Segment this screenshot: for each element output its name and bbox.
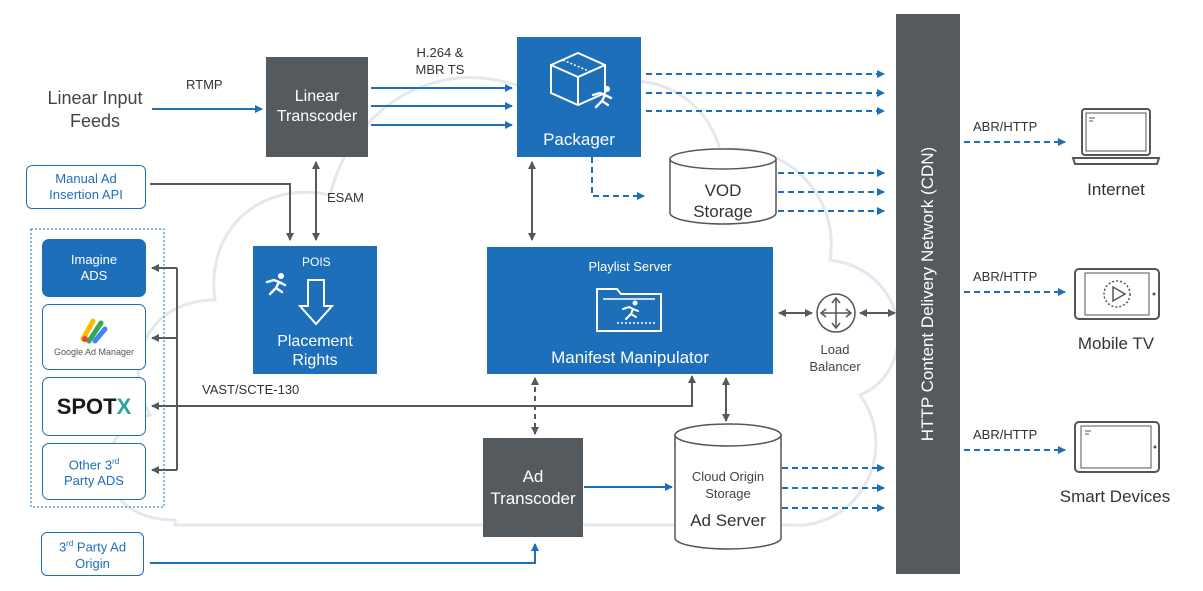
linear-input-feeds-label: Linear Input Feeds [47, 88, 143, 131]
internet-label: Internet [1087, 180, 1145, 199]
google-ad-manager-label: Google Ad Manager [53, 347, 135, 357]
other-3rd-party-ads-card: Other 3rd Party ADS [42, 443, 146, 500]
abr-http-label-internet: ABR/HTTP [973, 119, 1038, 134]
load-balancer-label: Load Balancer [809, 342, 861, 374]
h264-label: H.264 & MBR TS [415, 45, 465, 77]
third-party-ad-origin-box: 3rd Party Ad Origin [41, 532, 144, 576]
manifest-manipulator-label: Manifest Manipulator [551, 348, 709, 367]
ad-server-cylinder [674, 423, 782, 550]
smart-devices-label: Smart Devices [1059, 487, 1171, 506]
runner-icon [265, 273, 287, 296]
crosshair-arrows-icon [816, 293, 856, 333]
spotx-logo-text: SPOT [56, 393, 117, 419]
abr-http-label-mobile: ABR/HTTP [973, 269, 1038, 284]
down-arrow-icon [298, 279, 334, 326]
esam-label: ESAM [327, 190, 364, 205]
cdn-label: HTTP Content Delivery Network (CDN) [918, 146, 937, 442]
linear-transcoder-box: Linear Transcoder [266, 57, 368, 157]
tablet-play-icon [1074, 268, 1160, 320]
packager-box: Packager [517, 37, 641, 157]
ads-group-border [30, 228, 165, 508]
vast-scte-label: VAST/SCTE-130 [202, 382, 300, 397]
manifest-manipulator-box: Playlist Server Manifest Manipulator [487, 247, 773, 374]
spotx-logo-x: X [116, 393, 132, 419]
cdn-bar: HTTP Content Delivery Network (CDN) [896, 14, 960, 574]
pois-box: POIS Placement Rights [253, 246, 377, 374]
vod-storage-cylinder [669, 148, 777, 225]
cloud-origin-storage-label: Cloud Origin Storage [691, 469, 765, 501]
playlist-server-label: Playlist Server [588, 259, 672, 274]
laptop-icon [1071, 108, 1161, 165]
abr-http-label-smart: ABR/HTTP [973, 427, 1038, 442]
packager-label: Packager [543, 130, 615, 149]
pois-label: POIS [302, 255, 331, 269]
placement-rights-label: Placement Rights [277, 333, 353, 369]
tablet-icon [1074, 421, 1160, 473]
runner-icon [591, 86, 613, 109]
imagine-ads-card: Imagine ADS [42, 239, 146, 297]
box-icon [550, 51, 606, 107]
google-ad-manager-logo [80, 318, 108, 344]
vod-storage-label: VOD Storage [693, 181, 753, 221]
rtmp-label: RTMP [186, 77, 223, 92]
google-ad-manager-card: Google Ad Manager [42, 304, 146, 370]
ad-transcoder-box: Ad Transcoder [483, 438, 583, 537]
mobile-tv-label: Mobile TV [1077, 334, 1155, 353]
ad-server-label: Ad Server [690, 511, 766, 530]
folder-icon [596, 288, 662, 332]
